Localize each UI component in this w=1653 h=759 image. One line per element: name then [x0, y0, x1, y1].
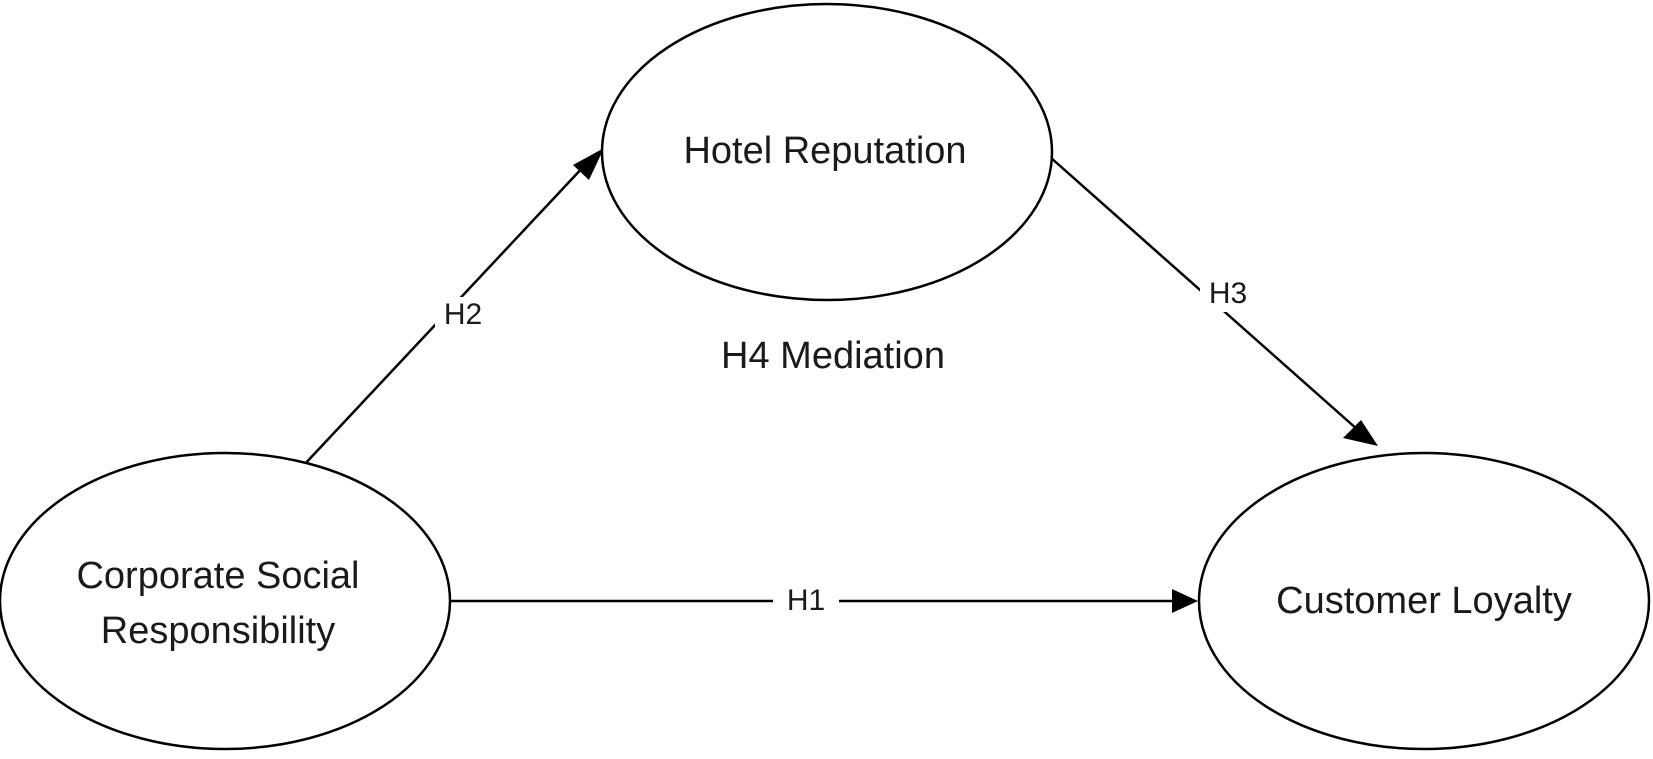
node-csr-label-line1: Corporate Social [76, 555, 359, 597]
node-csr: Corporate Social Responsibility [0, 451, 452, 751]
node-csr-ellipse [0, 451, 452, 751]
node-customer-loyalty-label: Customer Loyalty [1276, 580, 1572, 622]
edge-h3: H3 [1049, 156, 1378, 446]
edge-h2-arrowhead [573, 148, 604, 180]
node-customer-loyalty: Customer Loyalty [1197, 451, 1651, 751]
edge-h3-label-bg [1200, 276, 1256, 312]
node-hotel-reputation-ellipse [600, 2, 1054, 302]
edge-h3-arrowhead [1343, 420, 1378, 446]
edge-h2: H2 [302, 148, 604, 467]
edge-h2-label-bg [435, 297, 491, 333]
mediation-label: H4 Mediation [721, 335, 945, 377]
edge-h1-label-bg [773, 583, 839, 619]
node-csr-label-line2: Responsibility [101, 610, 335, 652]
edge-h1-arrowhead [1172, 589, 1198, 613]
edge-h1: H1 [450, 583, 1198, 619]
edge-h1-label: H1 [787, 584, 825, 617]
edge-h3-label: H3 [1209, 277, 1247, 310]
node-hotel-reputation-label: Hotel Reputation [683, 130, 966, 172]
edge-h2-label: H2 [444, 298, 482, 331]
node-customer-loyalty-ellipse [1197, 451, 1651, 751]
node-hotel-reputation: Hotel Reputation [600, 2, 1054, 302]
